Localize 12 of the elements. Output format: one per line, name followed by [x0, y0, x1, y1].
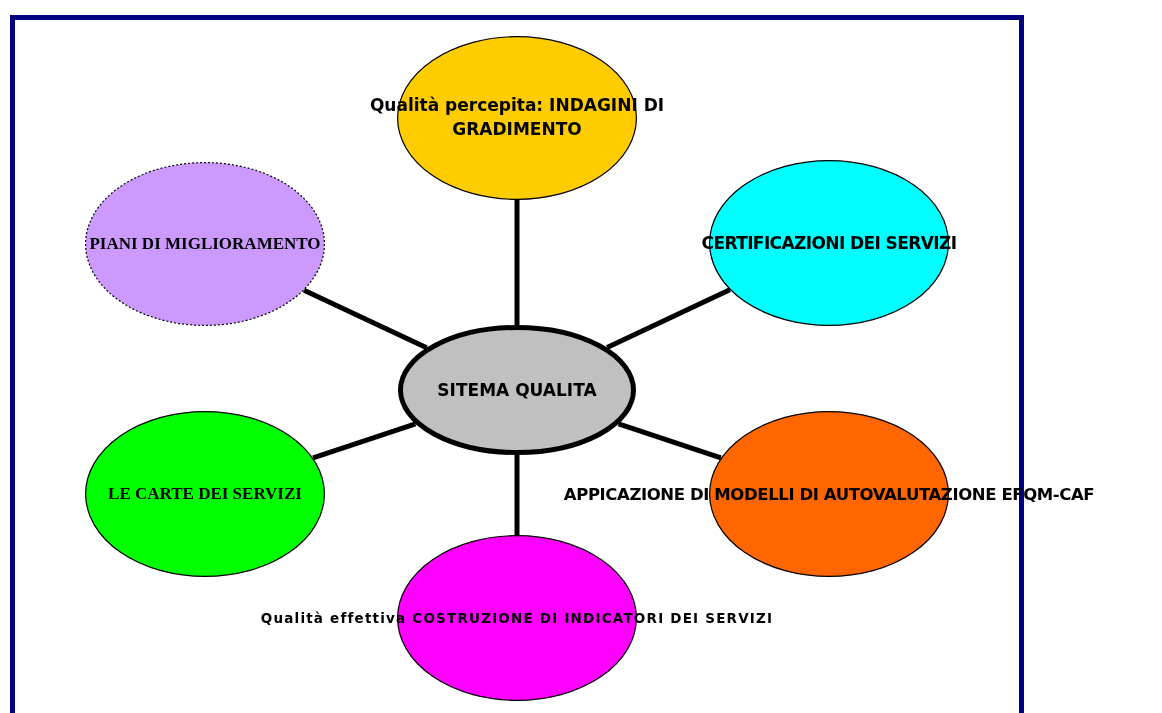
- connector-line: [312, 421, 417, 461]
- connector-line: [302, 288, 428, 350]
- ellipse-node: [398, 325, 636, 455]
- node-label: PIANI DI MIGLIORAMENTO: [89, 234, 321, 254]
- node-label: LE CARTE DEI SERVIZI: [108, 484, 302, 504]
- ellipse-node: [85, 411, 325, 577]
- ellipse-node: [85, 162, 325, 326]
- connector-line: [617, 421, 722, 461]
- node-label: SITEMA QUALITA: [437, 380, 597, 400]
- connector-line: [606, 287, 731, 350]
- connector-line: [514, 455, 520, 535]
- connector-line: [514, 200, 520, 325]
